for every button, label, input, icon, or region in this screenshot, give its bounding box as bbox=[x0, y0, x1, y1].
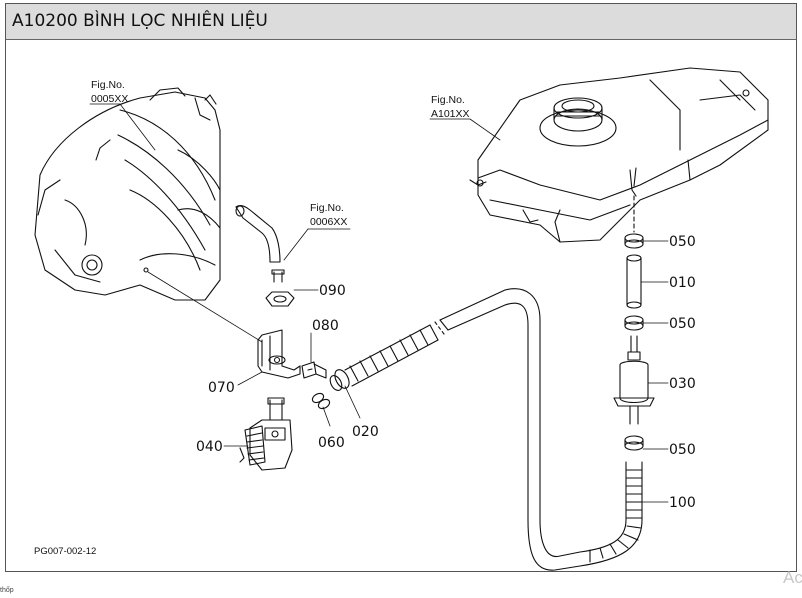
part-number-020[interactable]: 020 bbox=[352, 424, 379, 440]
part-number-070[interactable]: 070 bbox=[208, 380, 235, 396]
fig-ref-label: Fig.No. bbox=[91, 79, 125, 91]
part-number-050-bottom[interactable]: 050 bbox=[669, 442, 696, 458]
fuel-line-drawing bbox=[329, 288, 581, 571]
part-number-090[interactable]: 090 bbox=[319, 283, 346, 299]
fig-ref-number[interactable]: 0006XX bbox=[310, 216, 347, 228]
footer-note: thốp bbox=[0, 587, 14, 594]
corner-mark: Ac bbox=[783, 568, 802, 587]
part-number-050-mid[interactable]: 050 bbox=[669, 316, 696, 332]
part-number-080[interactable]: 080 bbox=[312, 318, 339, 334]
leader-lines bbox=[89, 103, 669, 503]
figure-ref-0005XX[interactable]: Fig.No. 0005XX bbox=[91, 79, 128, 105]
figure-ref-0006XX[interactable]: Fig.No. 0006XX bbox=[310, 202, 347, 228]
fig-ref-number[interactable]: 0005XX bbox=[91, 93, 128, 105]
part-number-050-top[interactable]: 050 bbox=[669, 234, 696, 250]
part-number-030[interactable]: 030 bbox=[669, 376, 696, 392]
part-number-060[interactable]: 060 bbox=[318, 435, 345, 451]
part-number-010[interactable]: 010 bbox=[669, 275, 696, 291]
page-title: A10200 BÌNH LỌC NHIÊN LIỆU bbox=[12, 11, 268, 31]
fuel-cock-drawing bbox=[239, 392, 331, 471]
engine-housing-drawing bbox=[34, 87, 221, 301]
figure-ref-A101XX[interactable]: Fig.No. A101XX bbox=[431, 94, 470, 120]
page-code: PG007-002-12 bbox=[34, 546, 96, 557]
fig-ref-number[interactable]: A101XX bbox=[431, 108, 470, 120]
title-bar: A10200 BÌNH LỌC NHIÊN LIỆU bbox=[6, 4, 796, 40]
fig-ref-label: Fig.No. bbox=[310, 202, 344, 214]
fuel-tank-drawing bbox=[469, 67, 769, 243]
fig-ref-label: Fig.No. bbox=[431, 94, 465, 106]
filter-assembly-drawing bbox=[579, 195, 655, 567]
part-number-040[interactable]: 040 bbox=[196, 439, 223, 455]
bracket-drawing bbox=[147, 205, 327, 379]
part-number-100[interactable]: 100 bbox=[669, 495, 696, 511]
